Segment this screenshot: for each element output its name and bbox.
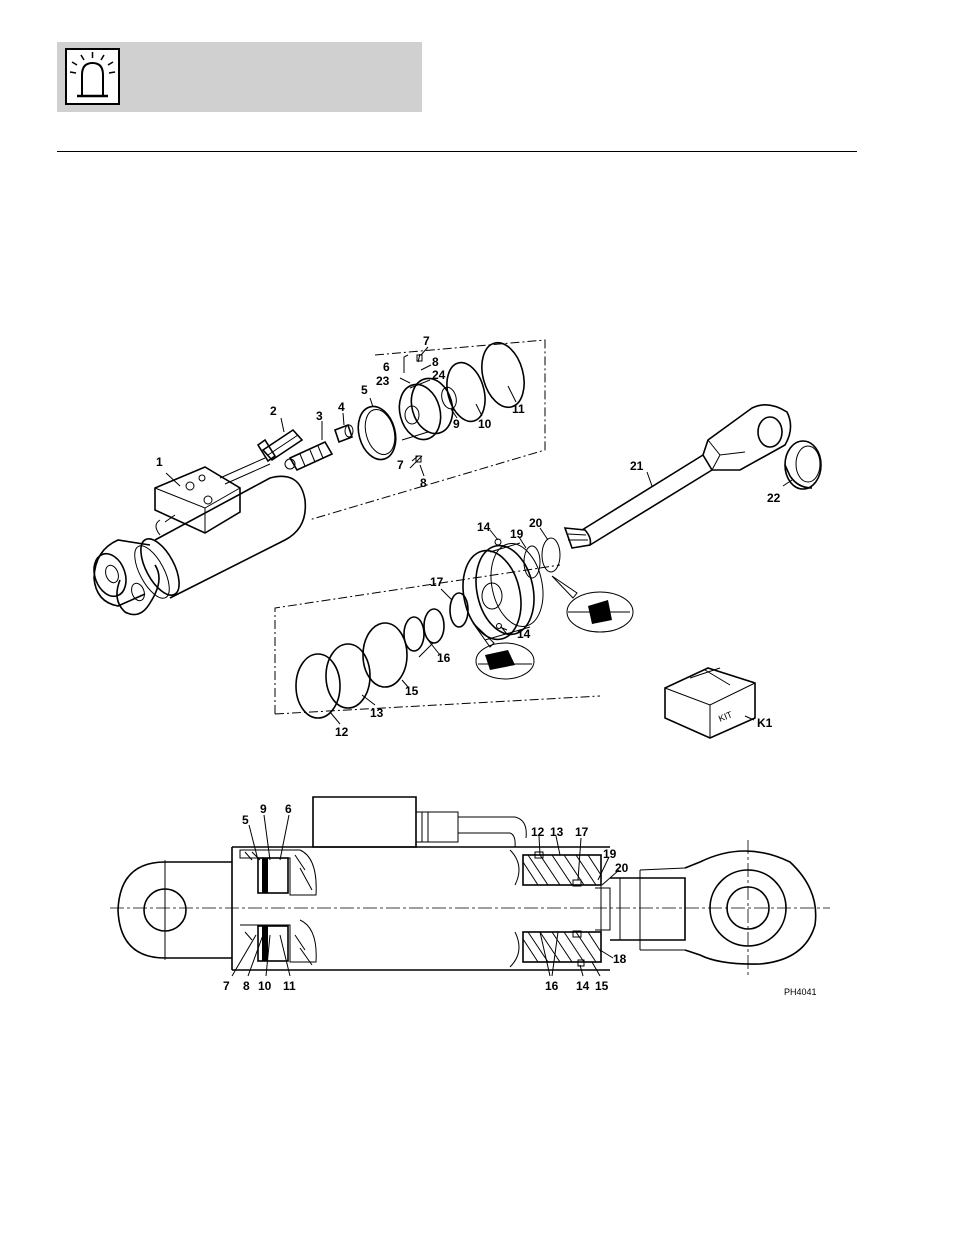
sec-label-15: 15 [595,979,609,993]
exploded-leaders [166,347,792,724]
label-19: 19 [510,527,524,541]
label-22: 22 [767,491,781,505]
seal-rings [296,623,407,718]
part-21-rod [565,405,791,548]
sec-label-16: 16 [545,979,559,993]
exploded-view: KIT 1 2 3 4 5 6 23 7 8 24 9 10 11 7 8 21… [88,334,821,739]
figure-id: PH4041 [784,987,817,997]
label-5: 5 [361,383,368,397]
label-24: 24 [432,368,446,382]
piston-assembly [404,538,560,651]
label-10: 10 [478,417,492,431]
detail-callout-upper [552,576,633,632]
sec-label-8: 8 [243,979,250,993]
sec-label-9: 9 [260,802,267,816]
kit-box-text: KIT [717,709,734,724]
label-2: 2 [270,404,277,418]
sec-label-18: 18 [613,952,627,966]
sec-label-19: 19 [603,847,617,861]
label-21: 21 [630,459,644,473]
label-16: 16 [437,651,451,665]
label-14-top: 14 [477,520,491,534]
label-17: 17 [430,575,444,589]
section-labels: 5 9 6 12 13 17 19 20 7 8 10 11 16 14 15 … [223,802,629,993]
label-3: 3 [316,409,323,423]
piston-section [510,850,610,967]
head-assembly [353,338,531,468]
sec-label-5: 5 [242,813,249,827]
sec-label-14: 14 [576,979,590,993]
label-6: 6 [383,360,390,374]
label-20: 20 [529,516,543,530]
label-15: 15 [405,684,419,698]
sec-label-7: 7 [223,979,230,993]
label-23: 23 [376,374,390,388]
sec-label-12: 12 [531,825,545,839]
label-7-bottom: 7 [397,458,404,472]
label-14-bottom: 14 [517,627,531,641]
label-11: 11 [512,402,525,416]
sec-label-11: 11 [283,979,296,993]
sec-label-13: 13 [550,825,564,839]
sec-label-6: 6 [285,802,292,816]
sec-label-10: 10 [258,979,272,993]
head-gland [240,850,316,965]
label-4: 4 [338,400,345,414]
label-12: 12 [335,725,349,739]
label-8-top: 8 [432,355,439,369]
kit-box: KIT [665,668,755,738]
section-view: 5 9 6 12 13 17 19 20 7 8 10 11 16 14 15 … [110,797,830,997]
cylinder-barrel [88,458,305,615]
sec-label-17: 17 [575,825,589,839]
label-9: 9 [453,417,460,431]
label-k1: K1 [757,716,773,730]
part-22-bushing [785,441,821,489]
label-1: 1 [156,455,163,469]
sec-label-20: 20 [615,861,629,875]
label-8-bottom: 8 [420,476,427,490]
label-7-top: 7 [423,334,430,348]
label-13: 13 [370,706,384,720]
part-4-cap [335,425,353,442]
